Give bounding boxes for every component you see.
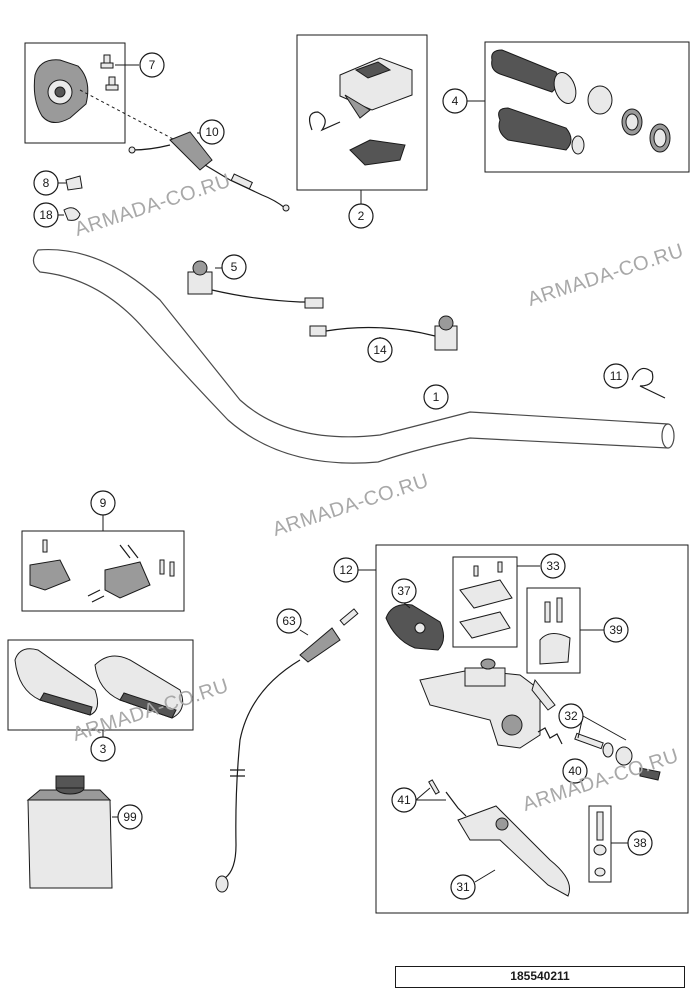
svg-text:3: 3 <box>100 742 107 756</box>
kill-switch-5 <box>187 260 324 309</box>
reservoir-cover-33 <box>459 561 513 639</box>
svg-text:7: 7 <box>149 58 156 72</box>
throttle-housing <box>33 59 89 123</box>
box-grips <box>484 41 690 173</box>
grip-left <box>498 107 585 155</box>
cable-tie <box>308 111 341 132</box>
callout-11: 11 <box>603 363 629 389</box>
callout-37: 37 <box>391 578 417 604</box>
callout-7: 7 <box>139 52 165 78</box>
svg-text:99: 99 <box>123 810 137 824</box>
callout-4: 4 <box>442 88 468 114</box>
callout-14: 14 <box>367 337 393 363</box>
svg-text:14: 14 <box>373 343 387 357</box>
master-cylinder-body <box>419 658 556 749</box>
box-reservoir-cover <box>452 556 518 648</box>
callout-63: 63 <box>276 608 302 634</box>
brake-fluid-bottle <box>26 775 113 889</box>
handguard-left <box>14 648 99 716</box>
callout-12: 12 <box>333 557 359 583</box>
callout-31: 31 <box>450 874 476 900</box>
handguard-right <box>94 655 184 719</box>
cable-tie-11 <box>631 367 666 399</box>
svg-text:4: 4 <box>452 94 459 108</box>
grip-right <box>491 49 613 115</box>
svg-text:2: 2 <box>358 209 365 223</box>
piston-32 <box>537 727 661 781</box>
svg-text:32: 32 <box>564 709 578 723</box>
svg-text:9: 9 <box>100 496 107 510</box>
svg-text:39: 39 <box>609 623 623 637</box>
svg-text:63: 63 <box>282 614 296 628</box>
callout-3: 3 <box>90 736 116 762</box>
svg-text:11: 11 <box>610 369 623 383</box>
callout-8: 8 <box>33 170 59 196</box>
box-master-cylinder <box>375 544 689 914</box>
switch-14 <box>309 315 458 351</box>
clutch-cable-63 <box>215 608 359 893</box>
handlebar-end <box>661 423 675 449</box>
svg-text:33: 33 <box>546 559 560 573</box>
callout-40: 40 <box>562 758 588 784</box>
callout-38: 38 <box>627 830 653 856</box>
svg-text:31: 31 <box>456 880 470 894</box>
svg-text:41: 41 <box>397 793 411 807</box>
callout-39: 39 <box>603 617 629 643</box>
pins-41 <box>428 779 467 817</box>
callout-33: 33 <box>540 553 566 579</box>
callout-32: 32 <box>558 703 584 729</box>
svg-text:5: 5 <box>231 260 238 274</box>
box-bolt-38 <box>588 805 612 883</box>
svg-text:1: 1 <box>433 390 440 404</box>
callout-18: 18 <box>33 202 59 228</box>
callout-99: 99 <box>117 804 143 830</box>
svg-text:10: 10 <box>205 125 219 139</box>
lever-cover-37 <box>385 604 444 651</box>
housing-screws <box>100 54 119 91</box>
svg-text:18: 18 <box>39 208 53 222</box>
callout-41: 41 <box>391 787 417 813</box>
drawing-number: 185540211 <box>395 966 685 988</box>
switch-bracket <box>349 139 406 166</box>
svg-text:12: 12 <box>339 563 353 577</box>
clamp-set-9 <box>29 539 175 603</box>
box-handguards <box>7 639 194 731</box>
callout-5: 5 <box>221 254 247 280</box>
grommet-18 <box>63 207 81 221</box>
throttle-cable <box>128 131 290 212</box>
callout-10: 10 <box>199 119 225 145</box>
box-throttle-housing <box>24 42 126 144</box>
callout-1: 1 <box>423 384 449 410</box>
bolt-38 <box>593 811 607 877</box>
clamp-39 <box>539 597 571 665</box>
callout-2: 2 <box>348 203 374 229</box>
brake-lever-31 <box>457 805 570 897</box>
box-switch <box>296 34 428 191</box>
cable-clip-8 <box>65 175 83 191</box>
svg-text:38: 38 <box>633 836 647 850</box>
svg-text:40: 40 <box>568 764 582 778</box>
switch-unit <box>339 57 413 119</box>
grip-rings <box>621 108 671 153</box>
svg-text:8: 8 <box>43 176 50 190</box>
callout-9: 9 <box>90 490 116 516</box>
svg-text:37: 37 <box>397 584 411 598</box>
